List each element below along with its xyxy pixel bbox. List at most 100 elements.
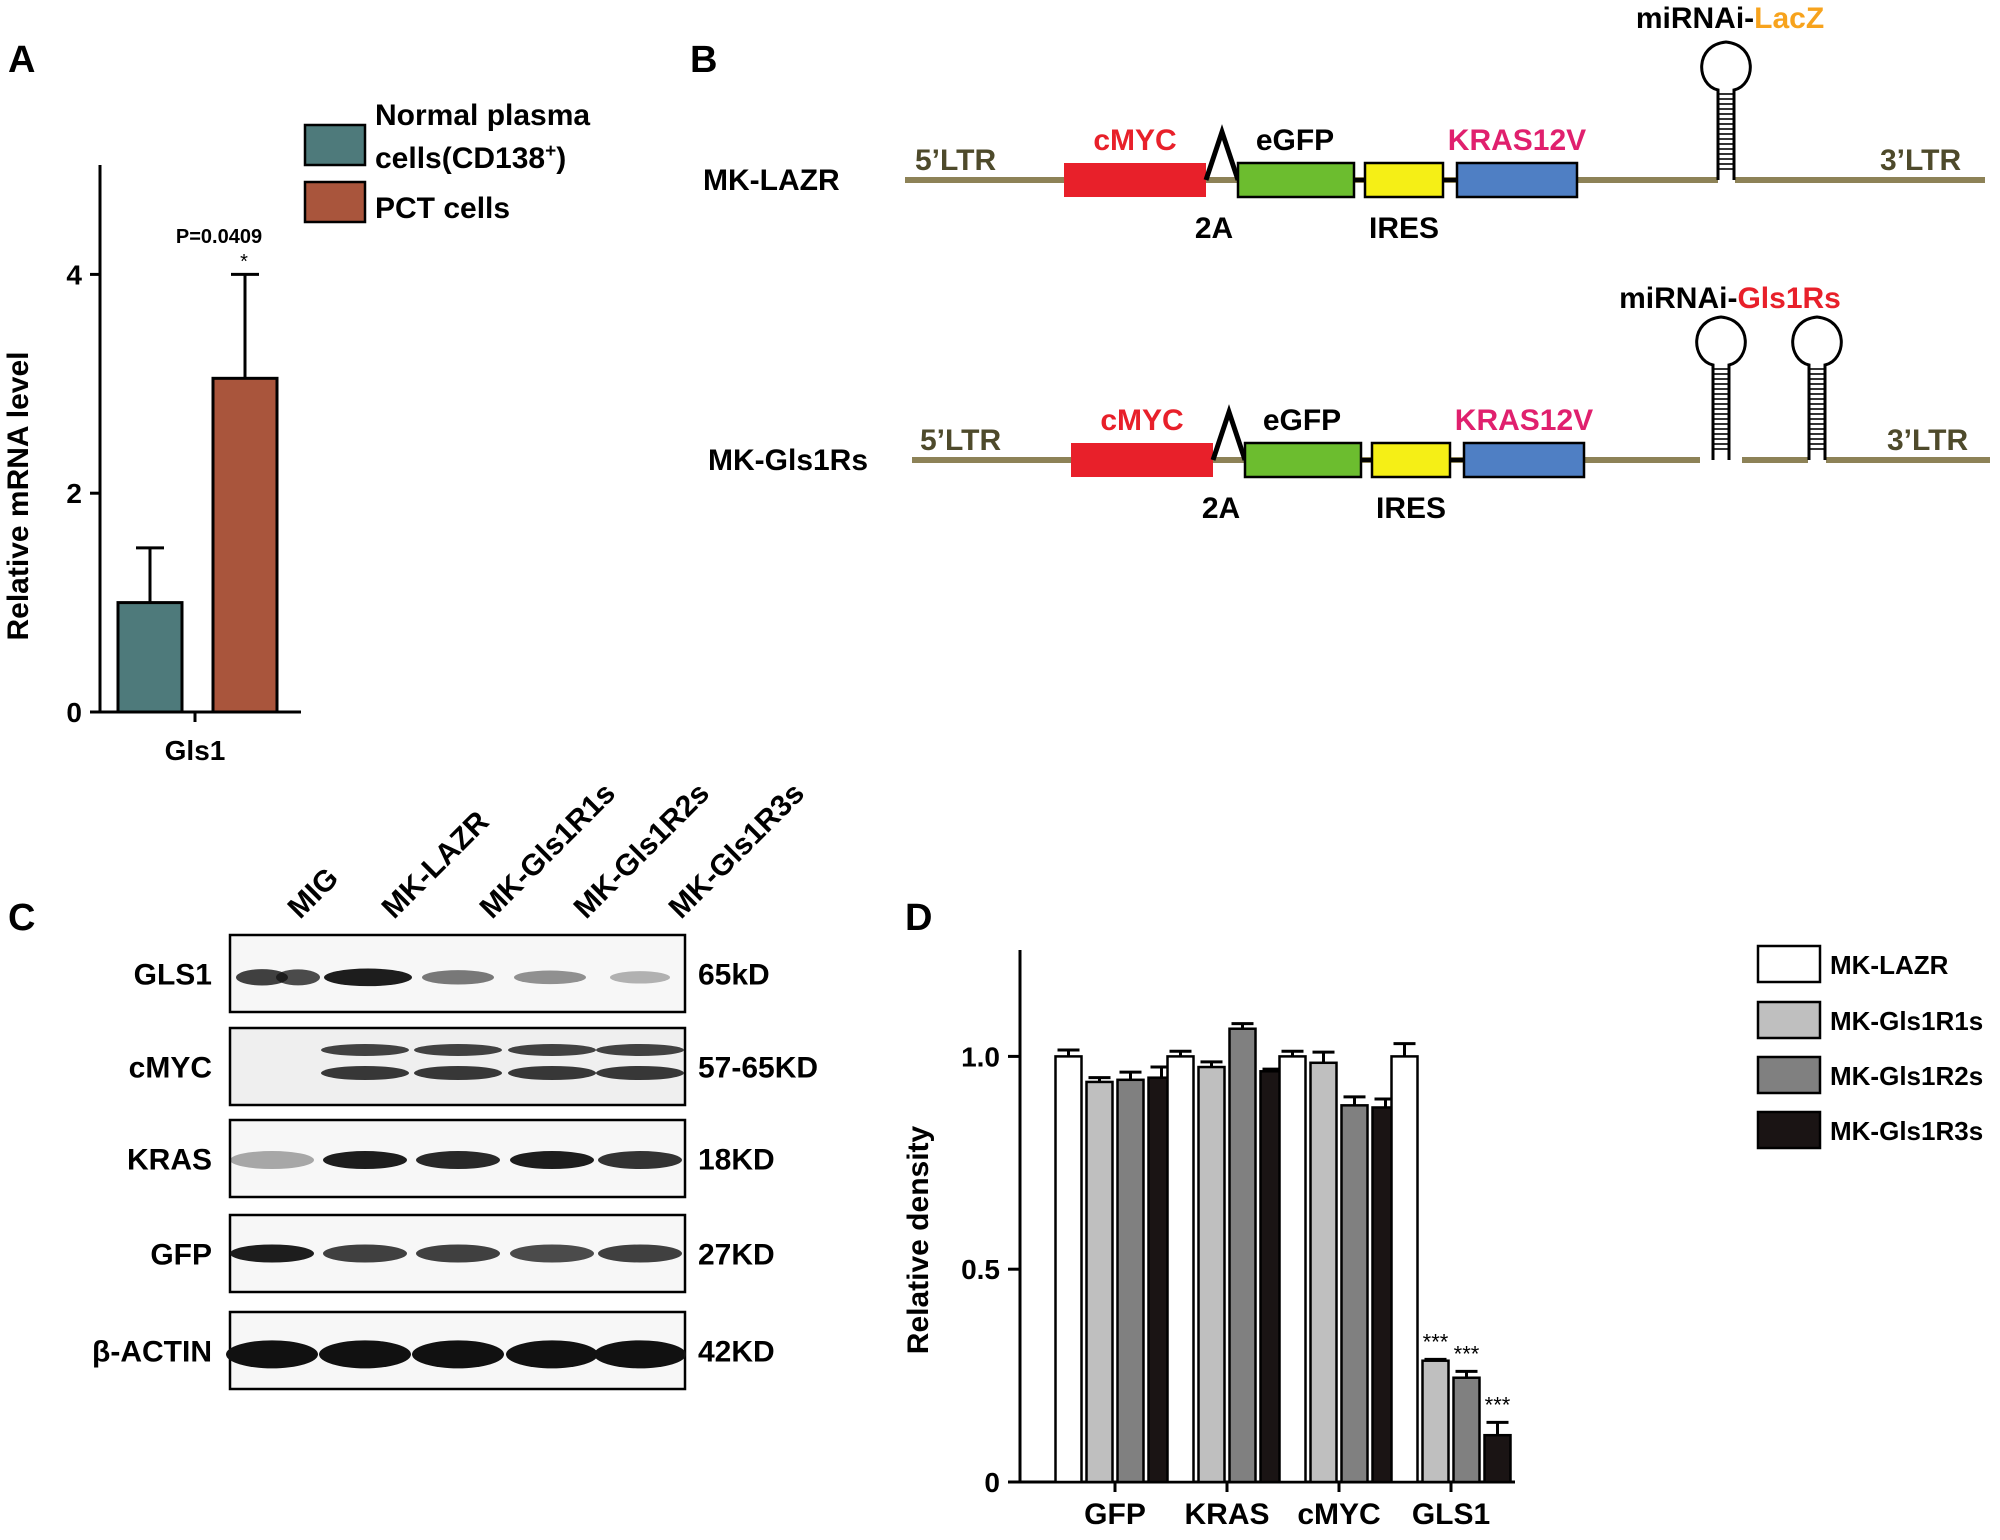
band <box>276 969 320 986</box>
2a-label: 2A <box>1202 492 1240 525</box>
panel-d-legend-swatch <box>1756 1110 1822 1150</box>
lane-label: MIG <box>282 862 345 925</box>
blot-size-label: 65kD <box>698 959 770 992</box>
hairpin-icon <box>1700 40 1752 180</box>
panel-d-bar <box>1452 1376 1481 1484</box>
2a-label: 2A <box>1195 212 1233 245</box>
panel-d-legend-label: MK-LAZR <box>1830 950 1949 980</box>
egfp-label: eGFP <box>1263 404 1341 437</box>
cmyc-label: cMYC <box>1093 124 1176 157</box>
panel-a-bar <box>211 376 279 714</box>
panel-label-c: C <box>8 897 35 939</box>
panel-d-bar <box>1421 1359 1450 1484</box>
panel-d-x-tick-label: GLS1 <box>1412 1498 1490 1531</box>
panel-d-y-tick-label: 0.5 <box>961 1254 1000 1285</box>
panel-d-significance-mark: *** <box>1423 1329 1449 1354</box>
ires-block <box>1363 161 1445 199</box>
band <box>414 1044 502 1056</box>
panel-d-significance-mark: *** <box>1485 1392 1511 1417</box>
blot-protein-label: cMYC <box>129 1052 212 1085</box>
panel-d-bars: ********* <box>1054 1022 1512 1484</box>
blot-cmyc: cMYC 57-65KD <box>129 1026 818 1107</box>
band <box>594 1340 686 1369</box>
2a-peptide-mark <box>1210 404 1248 461</box>
band <box>506 1340 598 1369</box>
band <box>610 971 670 984</box>
cmyc-gene-block <box>1064 163 1206 197</box>
cmyc-label: cMYC <box>1100 404 1183 437</box>
kras12v-label: KRAS12V <box>1455 404 1593 437</box>
band <box>319 1340 411 1369</box>
mirna-label-gls1rs: miRNAi-Gls1Rs <box>1619 282 1841 315</box>
band <box>321 1066 409 1080</box>
band <box>510 1244 594 1263</box>
band <box>598 1244 682 1263</box>
panel-a-y-tick-label: 0 <box>66 697 82 728</box>
panel-a-bars <box>116 272 279 714</box>
panel-d-legend-swatch <box>1756 1055 1822 1095</box>
band <box>514 970 586 985</box>
panel-d-bar <box>1054 1055 1083 1484</box>
blot-kras: KRAS 18KD <box>127 1118 775 1199</box>
panel-a-y-axis-label: Relative mRNA level <box>2 351 35 640</box>
blot-protein-label: GFP <box>150 1239 212 1272</box>
band <box>226 1340 318 1369</box>
band <box>323 1151 407 1170</box>
egfp-label: eGFP <box>1256 124 1334 157</box>
egfp-gene-block <box>1243 441 1363 479</box>
band <box>230 1244 314 1263</box>
legend-swatch-pct <box>303 180 367 224</box>
ltr3-label: 3’LTR <box>1880 144 1961 177</box>
panel-d-bar <box>1228 1027 1257 1484</box>
blot-protein-label: β-ACTIN <box>92 1336 212 1369</box>
panel-d-legend-label: MK-Gls1R2s <box>1830 1061 1983 1091</box>
band <box>412 1340 504 1369</box>
legend-swatch-normal <box>303 123 367 167</box>
blot-actin: β-ACTIN 42KD <box>92 1310 775 1391</box>
panel-d-bar <box>1166 1055 1195 1484</box>
ltr3-label: 3’LTR <box>1887 424 1968 457</box>
panel-a-x-tick-label: Gls1 <box>165 735 226 766</box>
panel-d-y-tick-label: 0 <box>984 1467 1000 1498</box>
panel-d-x-tick-label: KRAS <box>1184 1498 1269 1531</box>
panel-d-legend-swatch <box>1756 1000 1822 1040</box>
panel-a-p-value: P=0.0409 <box>176 226 262 248</box>
mirna-label-lazr: miRNAi-LacZ <box>1636 2 1824 35</box>
panel-a-significance-star: * <box>240 251 248 273</box>
band <box>230 1151 314 1170</box>
band <box>510 1151 594 1170</box>
band <box>508 1044 596 1056</box>
blot-protein-label: KRAS <box>127 1144 212 1177</box>
band <box>414 1066 502 1080</box>
panel-d-legend-label: MK-Gls1R3s <box>1830 1116 1983 1146</box>
panel-label-a: A <box>8 39 35 81</box>
construct-name-mk-gls1rs: MK-Gls1Rs <box>708 444 868 477</box>
egfp-gene-block <box>1236 161 1356 199</box>
band <box>598 1151 682 1170</box>
2a-peptide-mark <box>1203 124 1241 181</box>
ires-label: IRES <box>1376 492 1446 525</box>
blot-size-label: 57-65KD <box>698 1052 818 1085</box>
panel-label-d: D <box>905 897 932 939</box>
panel-d-bar <box>1116 1078 1145 1484</box>
band <box>324 968 412 987</box>
band <box>422 970 494 985</box>
band <box>236 969 288 986</box>
legend-label-pct: PCT cells <box>375 192 510 225</box>
blot-size-label: 42KD <box>698 1336 775 1369</box>
panel-d-bar <box>1278 1055 1307 1484</box>
panel-label-b: B <box>690 39 717 81</box>
blot-size-label: 18KD <box>698 1144 775 1177</box>
panel-d-legend-swatch <box>1756 944 1822 984</box>
panel-d-significance-mark: *** <box>1454 1341 1480 1366</box>
panel-b-constructs: MK-LAZR 5’LTR 3’LTR cMYC eGFP KRAS12V 2A… <box>703 2 1990 525</box>
panel-a-chart: Relative mRNA level 024 P=0.0409 * Gls1 … <box>2 99 590 766</box>
